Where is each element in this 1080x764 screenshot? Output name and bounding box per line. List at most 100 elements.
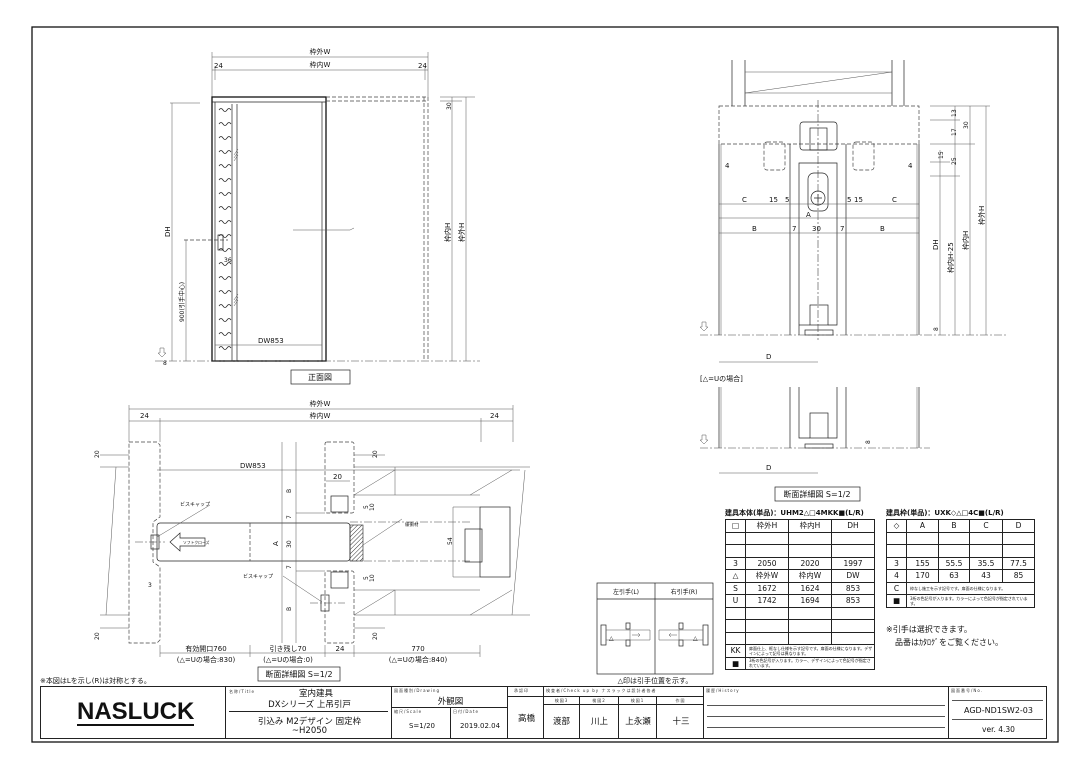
table-note-row: ■3桁の色記号が入ります。カラー、デザインによって色記号が指定されています。 <box>725 656 875 670</box>
checker-role: 検図2 <box>580 698 618 705</box>
table-cell: 63 <box>938 569 970 583</box>
middle-jamb-top <box>324 441 355 514</box>
floor-gap-label: 8 <box>163 360 167 367</box>
pocket-dim-5-top: 5 <box>363 505 370 509</box>
pocket-dim-770: 770 <box>411 645 424 653</box>
middle-jamb-bottom <box>324 570 355 644</box>
table-row <box>725 606 875 620</box>
history-label: 履歴/History <box>706 688 740 693</box>
title-cell: 名称/Title 室内建具 DXシリーズ 上吊引戸 引込み M2デザイン 固定枠… <box>225 686 392 739</box>
left-handle-label: 左引手(L) <box>613 588 639 596</box>
logo-cell: NASLUCK <box>40 686 226 739</box>
note-key: C <box>886 581 907 595</box>
screw-cap-label-top: ビスキャップ <box>180 501 210 508</box>
plan-inner-width-label: 枠内W <box>310 411 331 420</box>
glass-pattern-mark <box>218 136 232 140</box>
date-value: 2019.02.04 <box>459 722 501 730</box>
checker-name: 上永瀬 <box>625 717 651 727</box>
scale-value: S=1/20 <box>408 722 436 730</box>
pocket-dim-54: 54 <box>447 537 454 545</box>
table-cell: 853 <box>831 594 875 608</box>
checker-role: 作図 <box>657 698 704 705</box>
pocket-dim-10-bottom: 10 <box>369 574 376 582</box>
table-cell: 55.5 <box>938 556 970 570</box>
handle-note-2: 品番はｶﾀﾛｸﾞをご覧ください。 <box>895 637 1003 647</box>
side-dh-label: DH <box>932 239 940 250</box>
note-text: 3桁の色記号が入ります。カラーによって色記号が指定されています。 <box>906 594 1035 608</box>
table-row <box>886 531 1035 545</box>
note-key: ■ <box>725 656 746 670</box>
effective-opening-u-dim: (△=Uの場合:830) <box>177 655 236 664</box>
table-cell <box>745 606 789 620</box>
note-key: KK <box>725 644 746 658</box>
top-gap-label: 30 <box>446 102 453 110</box>
door-width-label: DW853 <box>258 337 284 345</box>
sheet-border <box>31 26 1059 743</box>
pocket-dim-10-top: 10 <box>369 503 376 511</box>
glass-pattern-mark <box>218 304 232 308</box>
plan-dim-b-top: B <box>286 489 293 493</box>
note-text: 枠なし施工を示す記号です。扉面の仕様になります。 <box>906 581 1035 595</box>
table-cell <box>745 531 789 545</box>
side-dim-4-left: 4 <box>725 162 730 170</box>
table-cell: D <box>1002 519 1035 533</box>
checker-cell: 作図十三 <box>656 696 704 739</box>
side-inner-h-label: 枠内H <box>961 231 970 250</box>
table-cell <box>788 631 832 645</box>
inner-height-label: 枠内H <box>443 223 452 242</box>
table-cell: △ <box>725 569 746 583</box>
title-label: 名称/Title <box>229 689 255 694</box>
table-cell: 1997 <box>831 556 875 570</box>
table-cell <box>969 544 1003 558</box>
door-handle <box>217 234 224 251</box>
version: ver. 4.30 <box>982 725 1015 734</box>
pocket-dim-5-bottom: 5 <box>363 576 370 580</box>
table-cell <box>831 619 875 633</box>
table-row <box>886 544 1035 558</box>
note-key: ■ <box>886 594 907 608</box>
table-cell: ◇ <box>886 519 907 533</box>
jamb-dim-24: 24 <box>336 645 345 653</box>
right-handle-mark: △ <box>693 635 698 642</box>
table-cell <box>725 606 746 620</box>
body-table-title: 建具本体(単品)：UHM2△□4MKK■(L/R) <box>725 508 864 517</box>
drawing-number-cell: 図面番号/No. AGD-ND1SW2-03 ver. 4.30 <box>948 686 1047 739</box>
glass-pattern-mark <box>218 164 232 168</box>
table-cell: 853 <box>831 581 875 595</box>
side-dim-4-right: 4 <box>908 162 913 170</box>
outer-height-label: 枠外H <box>457 223 466 242</box>
side-dim-15-left: 15 <box>769 196 778 204</box>
checker-name: 十三 <box>672 717 690 727</box>
table-cell: S <box>725 581 746 595</box>
guide-left <box>763 141 786 171</box>
table-cell: 3 <box>725 556 746 570</box>
title-line-2: DXシリーズ 上吊引戸 <box>268 700 351 710</box>
effective-opening-dim: 有効開口760 <box>185 644 226 653</box>
table-cell: 枠外W <box>745 569 789 583</box>
side-dim-d: D <box>766 353 771 361</box>
approval-label: 承認印 <box>514 688 529 693</box>
u-case-floor-gap: 8 <box>865 440 872 444</box>
table-cell: A <box>906 519 939 533</box>
check-label: 検査者/Check up by ナスラックは設計者各者 <box>546 688 657 693</box>
table-cell <box>788 544 832 558</box>
table-cell: U <box>725 594 746 608</box>
note-text: 3桁の色記号が入ります。カラー、デザインによって色記号が指定されています。 <box>745 656 875 670</box>
history-cell: 履歴/History <box>703 686 949 739</box>
side-inner-h-25-label: 枠内H-25 <box>946 242 955 273</box>
guide-right <box>852 141 875 171</box>
table-cell <box>745 631 789 645</box>
table-cell <box>788 531 832 545</box>
side-dim-13: 13 <box>951 109 958 117</box>
side-dim-5-left: 5 <box>785 196 789 204</box>
title-line-1: 室内建具 <box>298 689 333 699</box>
table-cell <box>1002 544 1035 558</box>
